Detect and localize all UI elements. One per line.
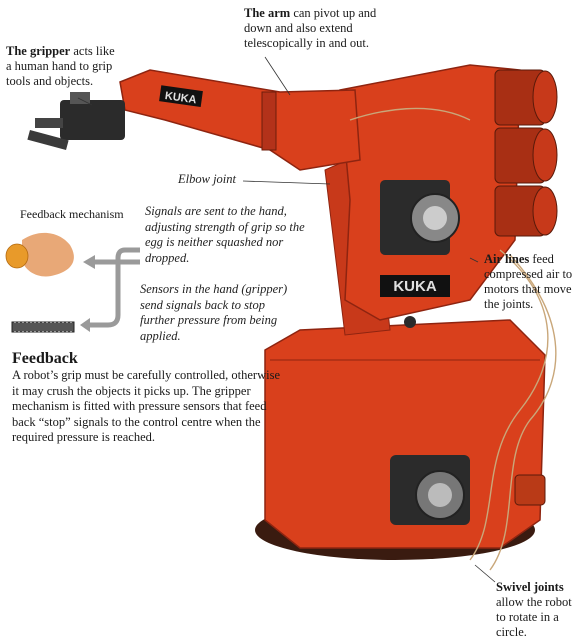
- feedback-title: Feedback: [12, 350, 78, 367]
- brand-text-body: KUKA: [393, 278, 436, 295]
- callout-air-text: feed compressed air to motors that move …: [484, 252, 573, 311]
- air-lines: [349, 107, 557, 571]
- callout-gripper-bold: The gripper: [6, 44, 71, 58]
- sensors-text: Sensors in the hand (gripper) send signa…: [140, 282, 288, 343]
- callout-elbow: Elbow joint: [178, 172, 236, 186]
- callout-arm-bold: The arm: [244, 6, 291, 20]
- callout-gripper-text: acts like a human hand to grip tools and…: [6, 44, 115, 88]
- callout-gripper: The gripper acts like a human hand to gr…: [6, 44, 118, 89]
- gripper: [27, 92, 125, 151]
- feedback-mechanism-label: Feedback mechanism: [20, 207, 124, 221]
- signals-to-hand-text: Signals are sent to the hand, adjusting …: [145, 204, 305, 265]
- callout-air: Air lines feed compressed air to motors …: [484, 252, 584, 312]
- brand-plate-arm: [159, 85, 203, 107]
- joint-motors: [494, 69, 558, 237]
- robot-arm: [119, 69, 361, 171]
- brand-plate-body: [380, 275, 450, 297]
- callout-arm: The arm can pivot up and down and also e…: [244, 6, 394, 51]
- callout-swivel-bold: Swivel joints: [496, 580, 564, 594]
- brand-text-arm: KUKA: [164, 90, 197, 106]
- feedback-body: A robot’s grip must be carefully control…: [12, 368, 280, 444]
- callout-swivel-text: allow the robot to rotate in a circle.: [496, 595, 572, 639]
- callout-swivel: Swivel joints allow the robot to rotate …: [496, 580, 584, 640]
- leader-lines: [77, 56, 496, 583]
- callout-arm-text: can pivot up and down and also extend te…: [244, 6, 377, 50]
- callout-air-bold: Air lines: [484, 252, 530, 266]
